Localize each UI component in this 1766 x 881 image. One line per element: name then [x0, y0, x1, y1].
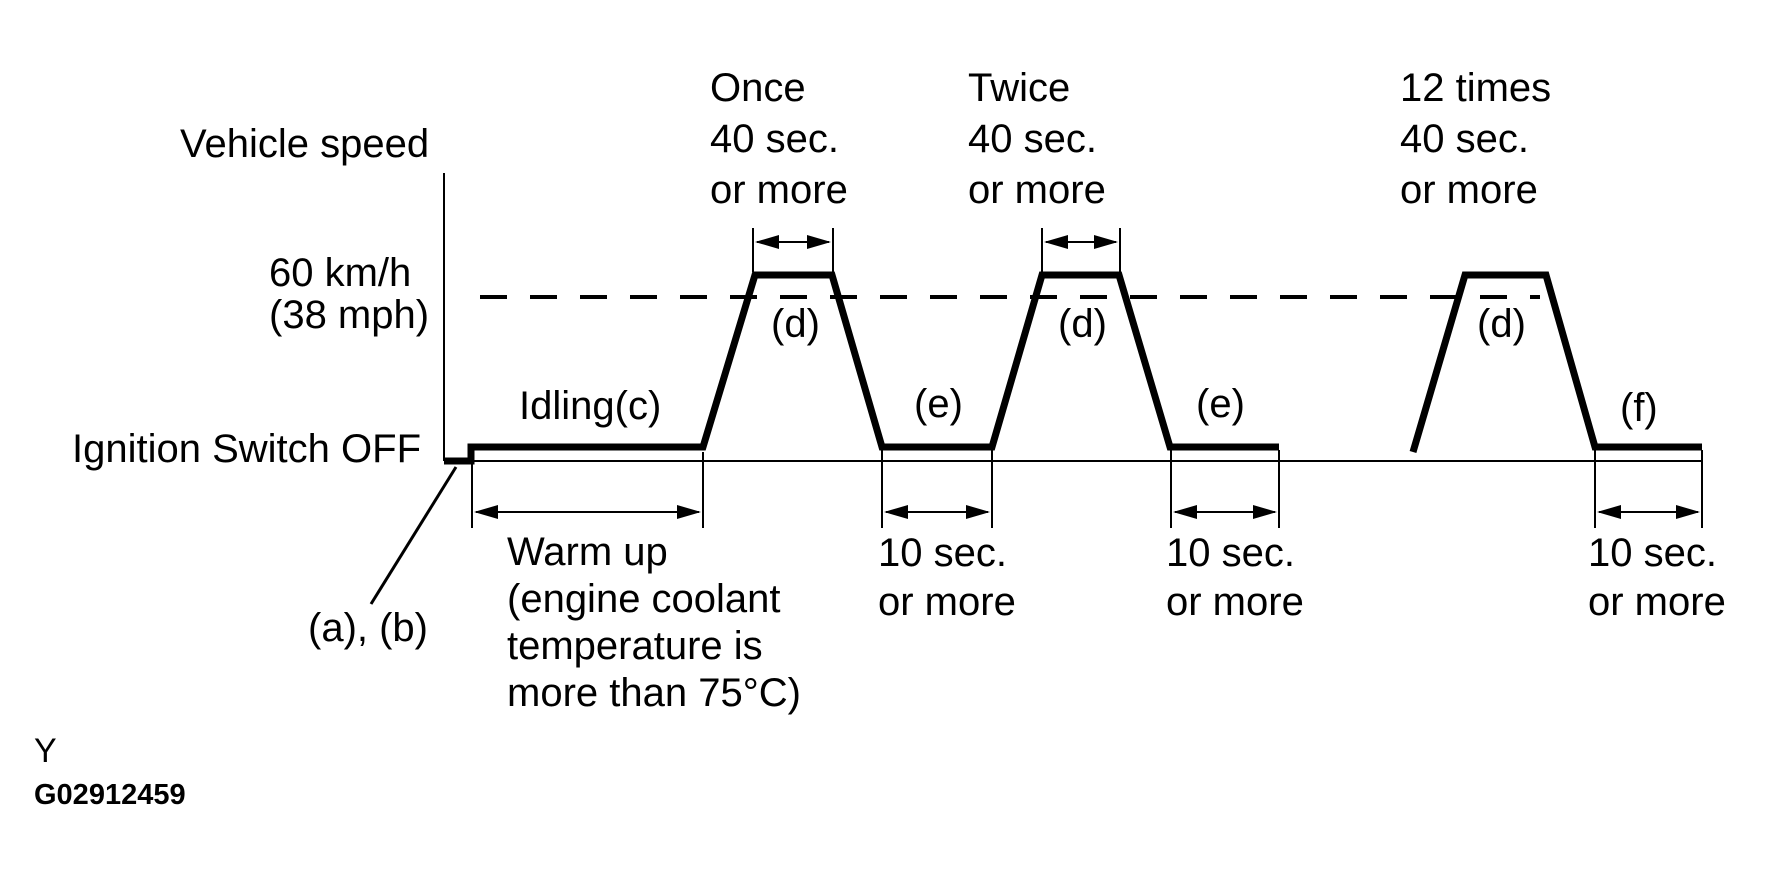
peak-annotation-line: or more [710, 168, 848, 212]
segment-e-label-2: (e) [1196, 382, 1245, 426]
warm-up-line: more than 75°C) [507, 671, 801, 715]
segment-f-label: (f) [1620, 386, 1658, 430]
ten-sec-line: or more [1166, 580, 1304, 624]
peak-annotation-twice: Twice 40 sec. or more [968, 63, 1106, 216]
leader-line [369, 466, 458, 605]
warm-up-line: temperature is [507, 624, 763, 668]
warm-up-annotation: Warm up (engine coolant temperature is m… [507, 529, 801, 717]
warm-up-line: (engine coolant [507, 577, 781, 621]
figure-code: G02912459 [34, 779, 186, 811]
ten-sec-annotation-3: 10 sec. or more [1588, 529, 1726, 627]
peak-annotation-line: 12 times [1400, 66, 1552, 110]
arrowhead-right-icon [966, 505, 990, 519]
peak-annotation-line: or more [1400, 168, 1538, 212]
peak-annotation-line: 40 sec. [1400, 117, 1529, 161]
peak-annotation-once: Once 40 sec. or more [710, 63, 848, 216]
peak-annotation-line: 40 sec. [968, 117, 1097, 161]
speed-60-label: 60 km/h (38 mph) [269, 252, 429, 336]
speed-60-mph: (38 mph) [269, 293, 430, 337]
arrowhead-right-icon [677, 505, 701, 519]
peak-annotation-line: Once [710, 66, 806, 110]
segment-d-label-2: (d) [1058, 302, 1107, 346]
ten-sec-line: 10 sec. [1166, 531, 1295, 575]
ten-sec-line: 10 sec. [878, 531, 1007, 575]
arrowhead-left-icon [1044, 235, 1068, 249]
peak-annotation-12-times: 12 times 40 sec. or more [1400, 63, 1551, 216]
arrowhead-left-icon [1597, 505, 1621, 519]
arrowhead-right-icon [1094, 235, 1118, 249]
segment-d-label-3: (d) [1477, 302, 1526, 346]
arrowhead-left-icon [755, 235, 779, 249]
speed-60-kmh: 60 km/h [269, 251, 412, 295]
arrowhead-right-icon [1253, 505, 1277, 519]
segment-d-label-1: (d) [771, 302, 820, 346]
ten-sec-line: or more [878, 580, 1016, 624]
peak-annotation-line: Twice [968, 66, 1071, 110]
footer-y-mark: Y [34, 732, 57, 770]
arrowhead-right-icon [807, 235, 831, 249]
speed-trace [444, 271, 1279, 465]
peak-annotation-line: or more [968, 168, 1106, 212]
arrowhead-right-icon [1676, 505, 1700, 519]
segment-e-label-1: (e) [914, 382, 963, 426]
ten-sec-line: 10 sec. [1588, 531, 1717, 575]
segment-ab-label: (a), (b) [308, 606, 428, 650]
peak-annotation-line: 40 sec. [710, 117, 839, 161]
arrowhead-left-icon [474, 505, 498, 519]
speed-trace [1409, 271, 1702, 453]
arrowhead-left-icon [1173, 505, 1197, 519]
ten-sec-line: or more [1588, 580, 1726, 624]
ten-sec-annotation-1: 10 sec. or more [878, 529, 1016, 627]
vehicle-speed-axis-label: Vehicle speed [180, 122, 430, 166]
idling-c-label: Idling(c) [519, 384, 662, 428]
ten-sec-annotation-2: 10 sec. or more [1166, 529, 1304, 627]
ignition-switch-off-label: Ignition Switch OFF [72, 427, 422, 471]
arrowhead-left-icon [884, 505, 908, 519]
warm-up-line: Warm up [507, 530, 668, 574]
